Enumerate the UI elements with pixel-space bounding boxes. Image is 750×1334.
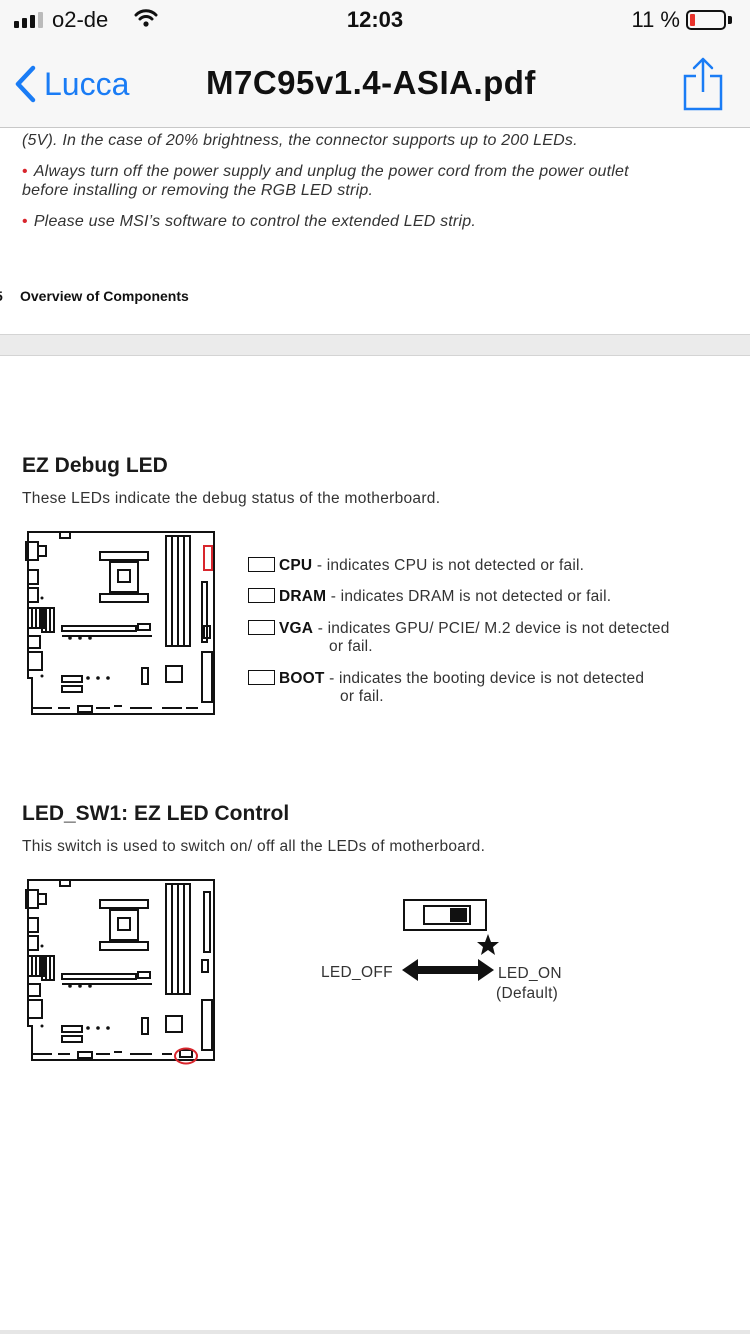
share-button[interactable] <box>682 56 724 117</box>
section-description: This switch is used to switch on/ off al… <box>22 838 486 855</box>
led-item-cpu: CPU - indicates CPU is not detected or f… <box>248 557 584 575</box>
pdf-page-previous[interactable]: (5V). In the case of 20% brightness, the… <box>0 128 750 334</box>
debug-led-highlight <box>203 545 213 571</box>
wifi-icon <box>134 8 158 34</box>
battery-tip <box>728 16 732 24</box>
page-text-line: before installing or removing the RGB LE… <box>22 182 374 199</box>
back-button-label: Lucca <box>44 65 130 102</box>
battery-percentage: 11 % <box>631 7 680 32</box>
cellular-signal-icon <box>14 12 43 28</box>
led-indicator-icon <box>248 620 275 635</box>
section-title-ez-debug: EZ Debug LED <box>22 454 168 477</box>
led-item-boot: BOOT - indicates the booting device is n… <box>248 670 644 706</box>
clock: 12:03 <box>346 7 404 32</box>
led-indicator-icon <box>248 557 275 572</box>
led-off-label: LED_OFF <box>321 964 393 981</box>
default-star-icon <box>477 934 499 955</box>
battery-icon <box>686 10 726 30</box>
page-number: 5 <box>0 288 3 304</box>
bullet-item: •Always turn off the power supply and un… <box>22 163 629 180</box>
bullet-item: •Please use MSI’s software to control th… <box>22 213 476 230</box>
section-title-led-sw1: LED_SW1: EZ LED Control <box>22 802 290 825</box>
status-bar: o2-de 12:03 11 % <box>0 0 750 40</box>
page-footer-title: Overview of Components <box>20 288 189 304</box>
led-indicator-icon <box>248 670 275 685</box>
navigation-bar: Lucca M7C95v1.4-ASIA.pdf <box>0 40 750 128</box>
share-icon <box>683 57 723 111</box>
led-switch-diagram <box>402 899 499 981</box>
default-label: (Default) <box>496 985 559 1002</box>
carrier-name: o2-de <box>52 7 109 32</box>
bottom-divider <box>0 1330 750 1334</box>
page-text-line: (5V). In the case of 20% brightness, the… <box>22 132 578 149</box>
led-item-dram: DRAM - indicates DRAM is not detected or… <box>248 588 611 606</box>
led-item-vga: VGA - indicates GPU/ PCIE/ M.2 device is… <box>248 620 670 656</box>
double-arrow-icon <box>402 959 494 981</box>
document-title: M7C95v1.4-ASIA.pdf <box>206 64 536 101</box>
back-button[interactable]: Lucca <box>14 60 129 108</box>
pdf-page-current[interactable]: EZ Debug LED These LEDs indicate the deb… <box>0 356 750 1334</box>
motherboard-diagram-debug-led <box>25 531 215 715</box>
section-description: These LEDs indicate the debug status of … <box>22 490 441 507</box>
chevron-left-icon <box>15 65 36 103</box>
page-separator <box>0 334 750 356</box>
motherboard-diagram-led-switch <box>25 879 215 1065</box>
led-indicator-icon <box>248 588 275 603</box>
led-on-label: LED_ON <box>498 965 562 982</box>
led-switch-highlight <box>174 1047 198 1065</box>
